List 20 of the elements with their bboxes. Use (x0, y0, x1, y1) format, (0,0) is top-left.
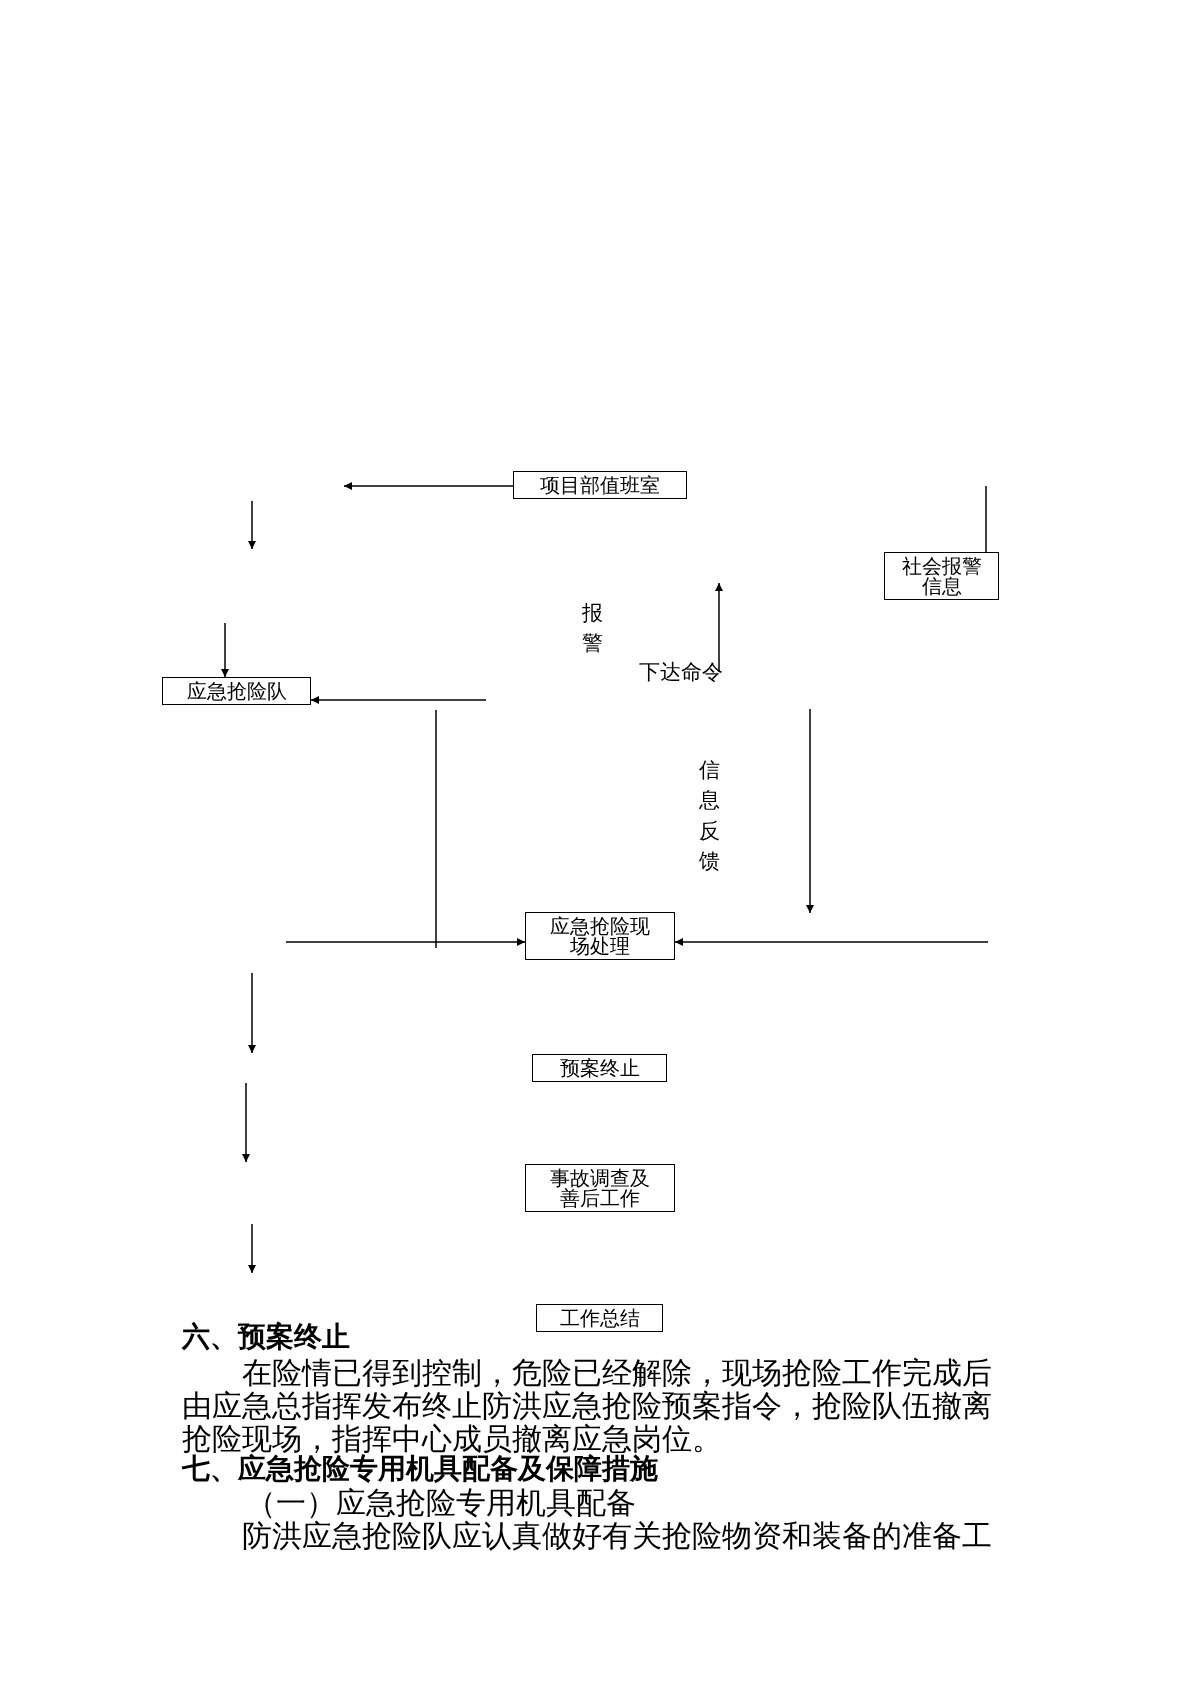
process-box: 应急抢险现场处理 (525, 912, 675, 960)
process-box: 事故调查及善后工作 (525, 1164, 675, 1212)
section-heading: 七、应急抢险专用机具配备及保障措施 (182, 1454, 658, 1485)
arrow (285, 938, 526, 946)
arrow (221, 622, 229, 678)
process-box: 项目部值班室 (513, 471, 687, 499)
annotation-text: 信息反馈 (699, 757, 721, 876)
body-paragraph: 防洪应急抢险队应认真做好有关抢险物资和装备的准备工 (242, 1519, 992, 1552)
arrow (674, 938, 989, 946)
connector-line (985, 485, 987, 553)
process-box: 预案终止 (532, 1054, 667, 1082)
annotation-text: 报警 (582, 600, 604, 658)
process-box: 社会报警信息 (884, 552, 999, 600)
process-box: 工作总结 (536, 1304, 663, 1332)
annotation-text: 下达命令 (639, 661, 723, 685)
section-heading: 六、预案终止 (182, 1322, 350, 1353)
subsection-heading: （一）应急抢险专用机具配备 (246, 1486, 636, 1519)
arrow (310, 696, 487, 704)
process-box: 应急抢险队 (162, 677, 311, 705)
arrow (343, 482, 514, 490)
